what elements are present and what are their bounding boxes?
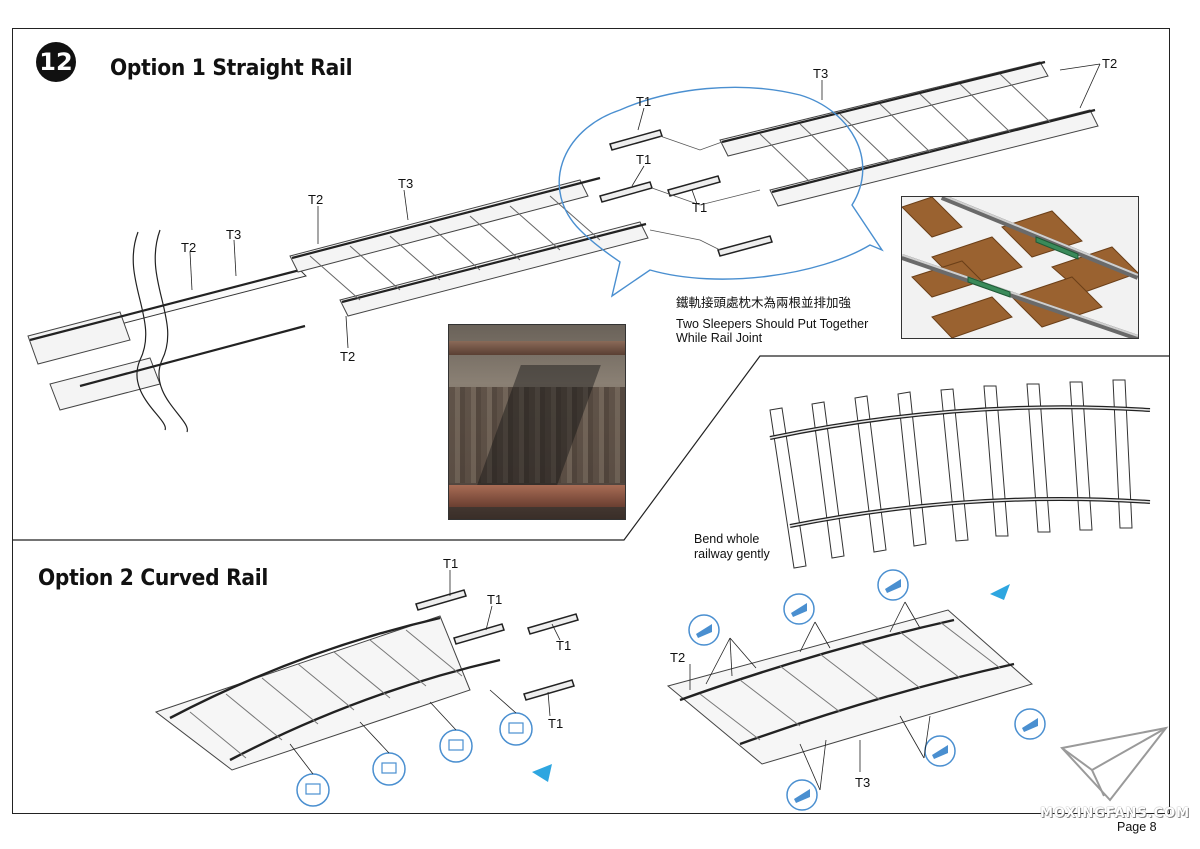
label-t3-left: T3 [226,227,242,242]
note-sleepers-line2: While Rail Joint [676,331,763,345]
label-curved-t1-a: T1 [443,556,459,571]
page-frame [12,28,1170,814]
direction-arrow-left [532,764,552,782]
joint-plates [599,129,773,257]
label-t3-right: T3 [813,66,829,81]
left-track-segment [27,268,306,411]
label-t2-middle: T2 [308,192,324,207]
track-break-marks [132,229,188,433]
callout-bubble [558,86,884,298]
right-track-segment [719,60,1099,207]
option1-title: Option 1 Straight Rail [110,56,353,81]
label-curved-t1-b: T1 [487,592,503,607]
label-t1-mid: T1 [636,152,652,167]
note-bend-line2: railway gently [694,547,770,561]
label-t1-low: T1 [692,200,708,215]
step-number-badge: 12 [36,42,76,82]
label-curved-t3: T3 [855,775,871,790]
direction-arrow-right [990,584,1010,600]
page-number: Page 8 [1117,820,1157,834]
label-curved-t2: T2 [670,650,686,665]
label-t2-left: T2 [181,240,197,255]
label-curved-t1-d: T1 [548,716,564,731]
label-t3-middle: T3 [398,176,414,191]
middle-track-segment [289,176,649,317]
note-chinese: 鐵軌接頭處枕木為兩根並排加強 [676,296,852,310]
joint-render-drawing [902,197,1138,338]
label-t2-bottom: T2 [340,349,356,364]
real-rail-joint-photo [448,324,626,520]
curved-joint-plates [415,589,579,701]
joint-render-image [901,196,1139,339]
option2-title: Option 2 Curved Rail [38,566,269,591]
label-curved-t1-c: T1 [556,638,572,653]
note-sleepers-line1: Two Sleepers Should Put Together [676,317,869,331]
label-t2-right: T2 [1102,56,1118,71]
note-bend-line1: Bend whole [694,532,760,546]
watermark-text: MOXINGFANS.COM [1040,806,1191,821]
label-t1-top: T1 [636,94,652,109]
